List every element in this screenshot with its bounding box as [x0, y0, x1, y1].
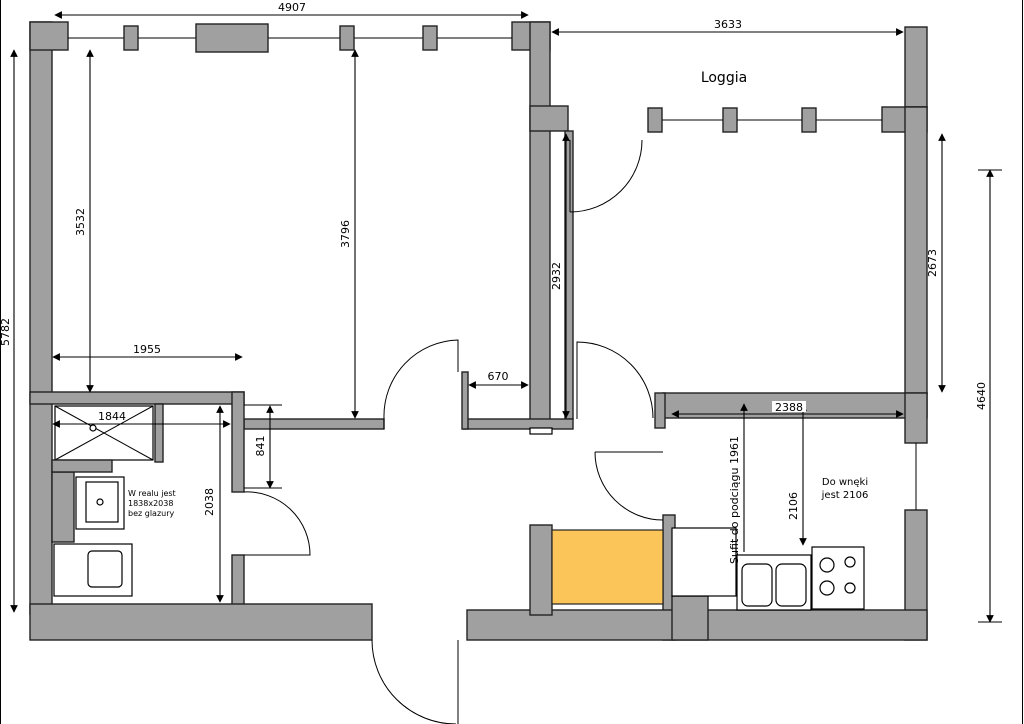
wall-right-top-column [904, 26, 928, 108]
wall-room1-bottom-left [243, 418, 385, 430]
wall-kitchen-column [671, 595, 709, 641]
burner-4 [844, 582, 856, 594]
fridge [671, 527, 737, 597]
dim-kitchen-ceiling: Sufit do podciągu 1961 [728, 436, 741, 564]
dimension-labels: 4907 3633 5782 3532 3796 1955 1844 2038 … [0, 1, 988, 564]
dim-room1-left: 3532 [74, 208, 87, 236]
door-kitchen [594, 451, 664, 521]
wall-middle-vertical [529, 21, 551, 430]
wall-right-vertical [904, 106, 928, 395]
bath-note-line1: W realu jest [128, 489, 176, 498]
kitchen-cabinet [551, 529, 664, 605]
bath-note-line2: 1838x2038 [128, 499, 173, 508]
wall-kitchen-door-jamb [654, 392, 666, 429]
dim-room1-lower: 1955 [133, 343, 161, 356]
window-mullion-4 [647, 107, 663, 133]
dim-room2: 2932 [550, 262, 563, 290]
windows [68, 23, 917, 510]
window-mullion-1 [123, 25, 139, 51]
dimension-lines [10, 11, 1002, 623]
window-mullion-2 [339, 25, 355, 51]
burner-2 [844, 556, 856, 568]
shower-diag-2 [54, 405, 154, 461]
label-loggia: Loggia [701, 70, 747, 86]
dim-top-left: 4907 [278, 1, 306, 14]
dim-corridor: 841 [254, 436, 267, 457]
bathroom-fixtures [51, 405, 154, 597]
wall-top-left-stub [29, 21, 69, 51]
door-threshold [529, 427, 553, 435]
burner-3 [819, 580, 835, 596]
window-mullion-6 [801, 107, 817, 133]
walls [29, 21, 928, 641]
bath-note-line3: bez glazury [128, 509, 175, 518]
window-mullion-3 [422, 25, 438, 51]
niche-note-line1: Do wnęki [822, 477, 868, 488]
wall-room1-bottom-right [462, 418, 574, 430]
toilet-bowl [87, 550, 123, 588]
kitchen-fixtures [551, 527, 865, 611]
dim-left: 5782 [0, 318, 12, 346]
dim-kitchen-width: 2388 [775, 401, 803, 414]
wall-bath-top [29, 391, 245, 405]
door-entrance [371, 639, 459, 724]
burner-1 [819, 557, 835, 573]
shower-shelf [51, 459, 113, 473]
wall-bath-right-upper [231, 391, 245, 493]
window-mullion-5 [722, 107, 738, 133]
wall-shower-divider [154, 403, 164, 463]
sink-bowl-right [775, 563, 807, 607]
dim-loggia-side: 2673 [926, 249, 939, 277]
door-loggia [569, 139, 643, 213]
dim-bath-width: 1844 [98, 410, 126, 423]
dim-door-gap: 670 [488, 370, 509, 383]
washbasin-drain [96, 498, 104, 506]
niche-note-line2: jest 2106 [821, 490, 869, 501]
shower-drain [89, 424, 97, 432]
stove [811, 546, 865, 610]
door-bathroom [243, 491, 311, 556]
door-room1 [383, 339, 459, 429]
dim-room1-right: 3796 [339, 220, 352, 248]
wall-kitchen-right-upper [904, 392, 928, 444]
dim-bath-height: 2038 [203, 488, 216, 516]
wall-middle-step [529, 105, 569, 132]
wall-kitchen-left-block [529, 524, 553, 616]
room-labels: Loggia W realu jest 1838x2038 bez glazur… [128, 70, 868, 518]
door-room2 [576, 341, 654, 419]
wall-bottom-left [29, 603, 373, 641]
wall-room1-door-jamb [461, 371, 469, 430]
sink-bowl-left [741, 563, 773, 607]
wall-sink-niche [51, 471, 75, 543]
wall-left-outer [29, 21, 53, 615]
window-radiator [195, 23, 269, 53]
dim-right: 4640 [975, 382, 988, 410]
dim-top-right: 3633 [714, 18, 742, 31]
doors [243, 139, 664, 724]
dim-kitchen-height: 2106 [787, 492, 800, 520]
